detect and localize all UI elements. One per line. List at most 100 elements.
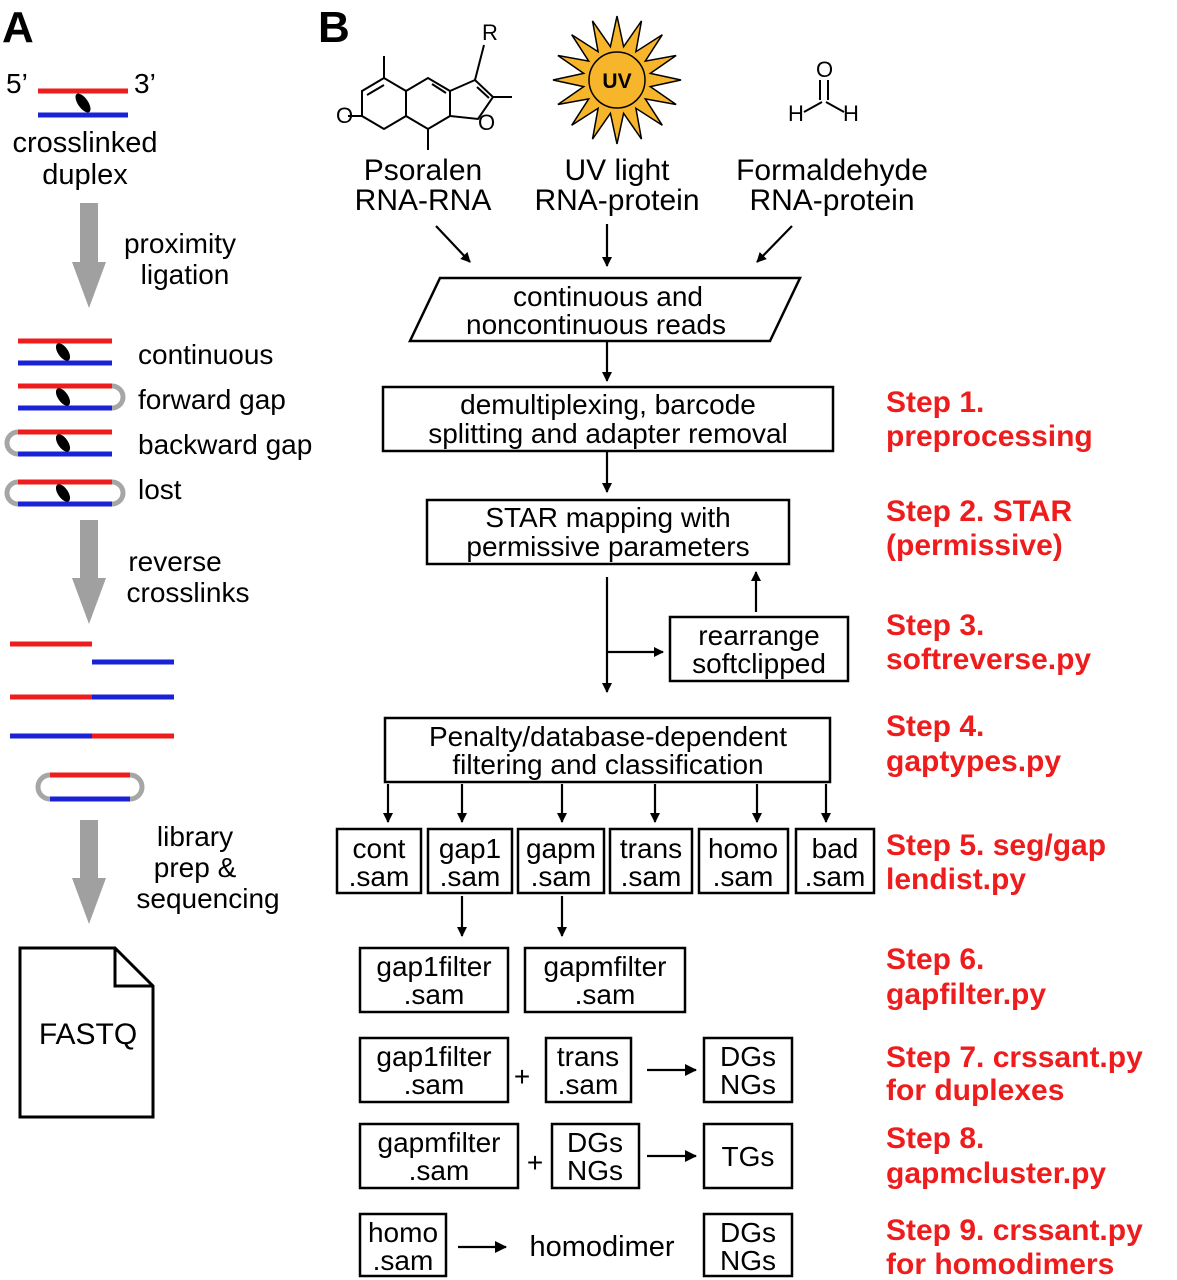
panel-b-label: B [318,3,350,52]
type-continuous: continuous [138,339,273,370]
psoralen-structure-icon [348,44,512,150]
step7-trans-line1: trans [557,1041,619,1072]
formaldehyde-h2-label: H [843,101,859,126]
proximity-ligation-arrow: proximity ligation [72,203,236,308]
reverse-label-line2: crosslinks [127,577,250,608]
step8-row: gapmfilter .sam + DGs NGs TGs [358,1122,794,1190]
sam-file-bad: bad .sam [794,827,876,895]
preprocess-line1: demultiplexing, barcode [460,389,756,420]
step1-line1: Step 1. [886,386,984,419]
step6-line2: gapfilter.py [886,978,1046,1011]
step9-line2: for homodimers [886,1248,1114,1280]
step5-line2: lendist.py [886,863,1026,896]
psoralen-o1-label: O [336,103,353,128]
filtering-box: Penalty/database-dependent filtering and… [383,716,832,784]
step9-ngs: NGs [720,1245,776,1276]
star-mapping-box: STAR mapping with permissive parameters [425,498,791,566]
sam-homo-ext: .sam [713,861,774,892]
rearrange-box: rearrange softclipped [668,615,850,683]
three-prime-label: 3’ [134,68,156,99]
proximity-label-line2: ligation [141,259,230,290]
sam-file-cont: cont .sam [335,827,423,895]
step-labels: Step 1. preprocessing Step 2. STAR (perm… [886,386,1143,1280]
step9-dgs: DGs [720,1217,776,1248]
psoralen-r-label: R [482,20,498,45]
star-line2: permissive parameters [466,531,749,562]
source-uv-name: UV light [564,154,670,187]
step9-row: homo .sam homodimer DGs NGs [358,1212,794,1278]
step2-line2: (permissive) [886,529,1063,562]
rearrange-line2: softclipped [692,648,826,679]
step7-ngs: NGs [720,1069,776,1100]
sam-gap1-ext: .sam [440,861,501,892]
reversed-fragments [10,641,174,802]
step8-line2: gapmcluster.py [886,1157,1106,1190]
step8-dgs: DGs [567,1127,623,1158]
uv-sun-icon: UV [552,15,682,145]
filter-line1: Penalty/database-dependent [429,721,787,752]
sam-gapm-name: gapm [526,833,596,864]
formaldehyde-structure-icon: O H H [788,57,859,126]
crosslinked-duplex: 5’ 3’ crosslinked duplex [6,68,158,191]
source-uv-target: RNA-protein [534,184,699,217]
five-prime-label: 5’ [6,68,28,99]
gap1filter-box: gap1filter .sam [358,946,510,1014]
sequencing-label-line1: library [157,821,233,852]
sam-bad-ext: .sam [805,861,866,892]
source-psoralen-name: Psoralen [364,154,482,187]
step7-row: gap1filter .sam + trans .sam DGs NGs [358,1036,794,1104]
step5-line1: Step 5. seg/gap [886,829,1106,862]
sam-cont-name: cont [353,833,406,864]
duplex-label-line1: crosslinked [12,127,157,159]
step9-line1: Step 9. crssant.py [886,1214,1143,1247]
sam-homo-name: homo [708,833,778,864]
step6-line1: Step 6. [886,943,984,976]
sequencing-label-line2: prep & [154,852,237,883]
uv-badge: UV [602,70,631,93]
fastq-label: FASTQ [39,1018,137,1051]
star-line1: STAR mapping with [485,502,730,533]
gapmfilter-line2: .sam [575,979,636,1010]
sam-file-trans: trans .sam [608,827,694,895]
step9-homo-line2: .sam [373,1245,434,1276]
gapmfilter-line1: gapmfilter [544,951,667,982]
fastq-file-icon: FASTQ [18,946,155,1119]
type-backward-gap: backward gap [138,429,312,460]
step7-gap1filter-line2: .sam [404,1069,465,1100]
psoralen-o2-label: O [478,110,495,135]
reads-line1: continuous and [513,281,703,312]
sam-file-homo: homo .sam [697,827,790,895]
gap1filter-line1: gap1filter [376,951,491,982]
type-lost: lost [138,474,182,505]
step8-ngs: NGs [567,1155,623,1186]
step8-tgs: TGs [722,1141,775,1172]
rearrange-line1: rearrange [698,620,819,651]
sam-gap1-name: gap1 [439,833,501,864]
source-psoralen-target: RNA-RNA [355,184,492,217]
step7-plus: + [514,1061,530,1092]
step9-homo-line1: homo [368,1217,438,1248]
source-formaldehyde-target: RNA-protein [749,184,914,217]
preprocessing-box: demultiplexing, barcode splitting and ad… [381,385,835,453]
gap1filter-line2: .sam [404,979,465,1010]
step7-line1: Step 7. crssant.py [886,1041,1143,1074]
sam-bad-name: bad [812,833,859,864]
panel-a-label: A [2,3,34,52]
reverse-crosslinks-arrow: reverse crosslinks [72,520,249,624]
step3-line1: Step 3. [886,609,984,642]
reads-line2: noncontinuous reads [466,309,726,340]
reverse-label-line1: reverse [128,546,221,577]
sam-file-gap1: gap1 .sam [426,827,514,895]
source-formaldehyde-name: Formaldehyde [736,154,928,187]
gapmfilter-box: gapmfilter .sam [523,946,687,1014]
duplex-label-line2: duplex [42,159,128,191]
homodimer-label: homodimer [529,1231,674,1263]
step4-line2: gaptypes.py [886,745,1061,778]
sequencing-arrow: library prep & sequencing [72,820,280,924]
sam-trans-name: trans [620,833,682,864]
step3-line2: softreverse.py [886,643,1091,676]
step8-line1: Step 8. [886,1122,984,1155]
formaldehyde-h1-label: H [788,101,804,126]
preprocess-line2: splitting and adapter removal [428,418,788,449]
